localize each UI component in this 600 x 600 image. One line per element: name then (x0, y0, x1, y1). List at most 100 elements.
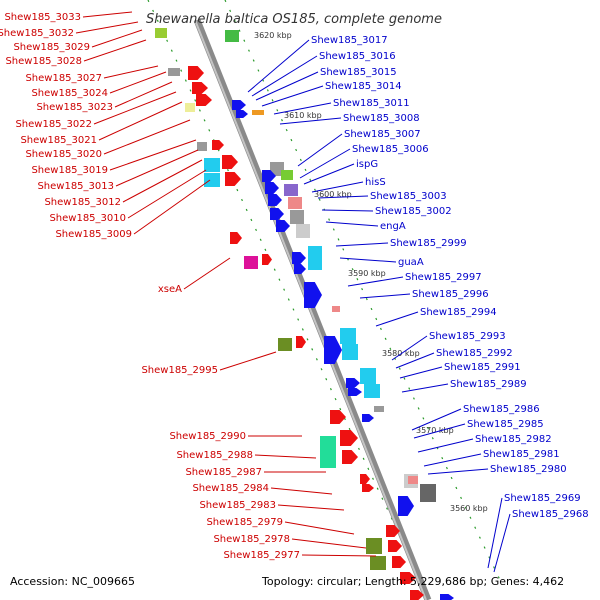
label-leader-line (103, 119, 191, 155)
gene-label: Shew185_3013 (37, 181, 114, 192)
gene-label: Shew185_2995 (141, 365, 218, 376)
label-leader-line (359, 293, 411, 299)
label-leader-line (98, 101, 183, 141)
label-leader-line (401, 383, 449, 393)
label-leader-line (417, 438, 474, 453)
label-leader-line (427, 468, 489, 475)
gene-block (342, 344, 358, 360)
label-leader-line (83, 39, 147, 62)
gene-label: Shew185_2969 (504, 493, 581, 504)
gene-arrow (330, 410, 346, 424)
label-leader-line (261, 85, 324, 107)
gene-block (155, 28, 167, 38)
gene-arrow (188, 66, 204, 80)
gene-features (155, 28, 454, 600)
gene-label: Shew185_2979 (206, 517, 283, 528)
kbp-marker-label: 3600 kbp (314, 190, 352, 199)
gene-arrow (236, 110, 248, 118)
gene-label: engA (380, 221, 406, 232)
gene-arrow (296, 336, 306, 348)
gene-arrow (268, 194, 282, 206)
gene-block (420, 484, 436, 502)
label-leader-line (75, 21, 139, 34)
label-leader-line (311, 181, 364, 193)
gene-arrow (342, 450, 358, 464)
gene-arrow (294, 264, 306, 274)
gene-block (244, 256, 258, 269)
gene-label: Shew185_2983 (199, 500, 276, 511)
label-leader-line (255, 71, 319, 101)
gene-block (320, 452, 336, 468)
gene-label: Shew185_2984 (192, 483, 269, 494)
gene-block (197, 142, 207, 151)
gene-arrow (212, 140, 224, 150)
gene-arrow (222, 155, 238, 169)
gene-block (308, 258, 322, 270)
gene-label: Shew185_3028 (5, 56, 82, 67)
label-leader-line (183, 257, 231, 290)
gene-label: Shew185_2987 (185, 467, 262, 478)
gene-block (296, 224, 310, 238)
track-guide-right (224, 0, 501, 581)
gene-label: ispG (356, 159, 378, 170)
gene-block (408, 476, 418, 484)
gene-label: Shew185_3020 (25, 149, 102, 160)
label-leader-line (487, 497, 503, 569)
gene-label: Shew185_2986 (463, 404, 540, 415)
label-leader-line (277, 504, 345, 511)
label-leader-line (103, 65, 159, 79)
genome-backbone-highlight (194, 19, 427, 600)
gene-arrow (230, 232, 242, 244)
label-leader-line (279, 117, 342, 125)
kbp-marker-label: 3570 kbp (416, 426, 454, 435)
gene-label: Shew185_2994 (420, 307, 497, 318)
gene-arrow (232, 100, 246, 110)
gene-block (225, 30, 239, 42)
gene-label: Shew185_2996 (412, 289, 489, 300)
gene-block (364, 384, 380, 398)
label-leader-line (347, 276, 404, 287)
gene-label: Shew185_2991 (444, 362, 521, 373)
gene-block (252, 110, 264, 115)
gene-block (360, 368, 376, 384)
label-leader-line (399, 366, 443, 379)
label-leader-line (299, 148, 351, 179)
left-strand-labels: Shew185_3033Shew185_3032Shew185_3029Shew… (0, 12, 300, 561)
label-leader-line (273, 102, 332, 115)
gene-label: Shew185_3027 (25, 73, 102, 84)
gene-block (374, 406, 384, 412)
label-leader-line (321, 209, 374, 212)
kbp-marker-label: 3620 kbp (254, 31, 292, 40)
gene-arrow (388, 540, 402, 552)
label-leader-line (493, 513, 511, 573)
label-leader-line (335, 242, 389, 247)
gene-label: Shew185_2988 (176, 450, 253, 461)
right-strand-labels: Shew185_3017Shew185_3016Shew185_3015Shew… (311, 35, 589, 520)
gene-label: Shew185_2977 (223, 550, 300, 561)
gene-label: Shew185_3006 (352, 144, 429, 155)
label-leader-line (91, 29, 143, 48)
gene-label: Shew185_2999 (390, 238, 467, 249)
gene-label: Shew185_2982 (475, 434, 552, 445)
kbp-marker-label: 3610 kbp (284, 111, 322, 120)
gene-arrow (346, 378, 360, 388)
label-leader-line (411, 408, 462, 431)
gene-arrow (400, 572, 416, 584)
gene-label: Shew185_2992 (436, 348, 513, 359)
gene-label: Shew185_3003 (370, 191, 447, 202)
gene-arrow (270, 208, 284, 220)
gene-arrow (304, 282, 322, 308)
gene-arrow (324, 336, 342, 364)
label-leader-line (254, 454, 317, 459)
gene-label: Shew185_3012 (44, 197, 121, 208)
label-leader-line (270, 487, 333, 495)
gene-arrow (392, 556, 406, 568)
accession-text: Accession: NC_009665 (10, 575, 135, 588)
gene-arrow (262, 254, 272, 265)
gene-label: Shew185_3009 (55, 229, 132, 240)
gene-block (332, 306, 340, 312)
gene-label: Shew185_2990 (169, 431, 246, 442)
label-leader-line (115, 149, 199, 187)
gene-arrow (276, 220, 290, 232)
gene-label: hisS (365, 177, 386, 188)
